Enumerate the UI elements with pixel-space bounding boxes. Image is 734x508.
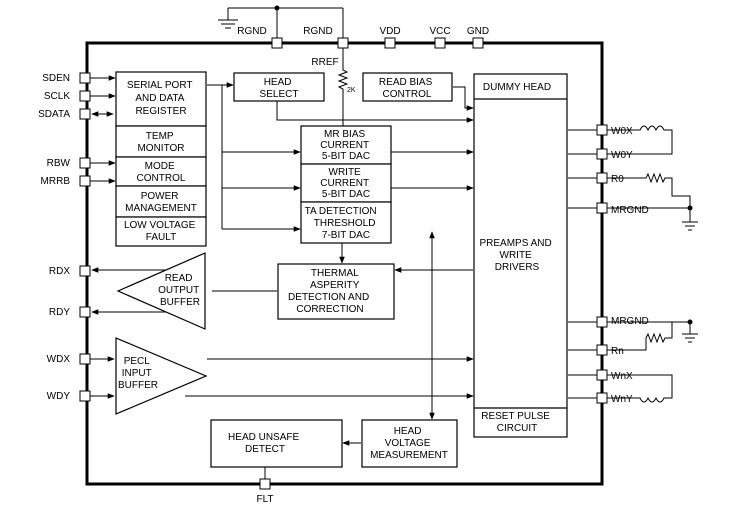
pin-pad-mrrb bbox=[79, 175, 91, 187]
low-voltage-fault-label: LOW VOLTAGE FAULT bbox=[124, 220, 198, 243]
pin-pad-r0 bbox=[596, 172, 608, 184]
serial-port-block bbox=[115, 71, 207, 127]
external-head-0 bbox=[568, 125, 698, 231]
pin-label-wnx: WnX bbox=[611, 371, 633, 382]
pin-label-rn: Rn bbox=[611, 346, 624, 357]
pin-label-flt: FLT bbox=[256, 494, 273, 505]
thermal-asperity-block bbox=[277, 263, 395, 320]
pin-label-vdd: VDD bbox=[379, 26, 400, 37]
pin-pad-w0x bbox=[596, 124, 608, 136]
head-voltage-measurement-block bbox=[361, 419, 458, 468]
head-select-label: HEAD SELECT bbox=[260, 77, 299, 100]
read-output-buffer-label: READ OUTPUT BUFFER bbox=[158, 273, 202, 308]
pin-pad-sden bbox=[79, 72, 91, 84]
temp-monitor-label: TEMP MONITOR bbox=[137, 131, 184, 154]
mode-control-label: MODE CONTROL bbox=[137, 161, 186, 184]
pin-label-w0y: W0Y bbox=[611, 150, 633, 161]
write-current-dac-label: WRITE CURRENT 5-BIT DAC bbox=[320, 167, 372, 200]
pin-label-sden: SDEN bbox=[42, 73, 70, 84]
pin-pad-gnd bbox=[472, 37, 484, 49]
mr-bias-dac-label: MR BIAS CURRENT 5-BIT DAC bbox=[320, 129, 372, 162]
pin-pad-rgnd-2 bbox=[337, 37, 349, 49]
external-head-n bbox=[568, 319, 698, 403]
read-output-buffer bbox=[116, 252, 206, 330]
dummy-head-label: DUMMY HEAD bbox=[483, 82, 551, 93]
pin-pad-sdata bbox=[79, 108, 91, 120]
read-bias-control-label: READ BIAS CONTROL bbox=[379, 77, 435, 100]
pecl-input-buffer-label: PECL INPUT BUFFER bbox=[118, 356, 158, 391]
ta-threshold-dac-block bbox=[300, 201, 392, 244]
rref-value: 2K bbox=[347, 87, 356, 94]
head-unsafe-detect-block bbox=[210, 419, 343, 468]
preamps-label: PREAMPS AND WRITE DRIVERS bbox=[479, 238, 554, 273]
pin-pad-mrgnd-1 bbox=[596, 202, 608, 214]
pin-label-rbw: RBW bbox=[47, 158, 71, 169]
write-current-dac-block bbox=[300, 163, 392, 203]
pin-label-mrrb: MRRB bbox=[41, 176, 71, 187]
read-bias-control-block bbox=[362, 72, 453, 102]
pin-pad-w0y bbox=[596, 148, 608, 160]
pin-pad-mrgnd-2 bbox=[596, 316, 608, 328]
power-management-block bbox=[115, 185, 207, 218]
head-unsafe-detect-label: HEAD UNSAFE DETECT bbox=[228, 432, 302, 455]
pin-label-wdy: WDY bbox=[47, 391, 71, 402]
pin-pad-vdd bbox=[384, 37, 396, 49]
pin-pad-rbw bbox=[79, 157, 91, 169]
temp-monitor-block bbox=[115, 125, 207, 158]
internal-wiring bbox=[90, 75, 474, 479]
pin-pad-wny bbox=[596, 392, 608, 404]
reset-pulse-label: RESET PULSE CIRCUIT bbox=[481, 411, 553, 434]
pin-pad-rn bbox=[596, 344, 608, 356]
rgnd-wiring bbox=[218, 5, 344, 38]
pin-label-w0x: W0X bbox=[611, 126, 633, 137]
power-management-label: POWER MANAGEMENT bbox=[125, 191, 197, 214]
pin-label-vcc: VCC bbox=[429, 26, 450, 37]
pin-label-gnd: GND bbox=[467, 26, 489, 37]
pin-pad-rdy bbox=[79, 306, 91, 318]
pin-label-sclk: SCLK bbox=[44, 91, 70, 102]
ta-threshold-dac-label: TA DETECTION THRESHOLD 7-BIT DAC bbox=[305, 206, 380, 241]
pin-label-sdata: SDATA bbox=[38, 109, 70, 120]
pin-pad-rdx bbox=[79, 265, 91, 277]
pin-pad-sclk bbox=[79, 90, 91, 102]
mr-bias-dac-block bbox=[300, 125, 392, 165]
head-voltage-measurement-label: HEAD VOLTAGE MEASUREMENT bbox=[370, 426, 448, 461]
preamps-column bbox=[473, 73, 568, 438]
pin-label-wny: WnY bbox=[611, 394, 633, 405]
pecl-input-buffer bbox=[115, 337, 208, 415]
pin-label-rgnd-1: RGND bbox=[237, 26, 266, 37]
thermal-asperity-label: THERMAL ASPERITY DETECTION AND CORRECTIO… bbox=[288, 268, 372, 315]
pin-pad-vcc bbox=[434, 37, 446, 49]
pin-label-r0: R0 bbox=[611, 174, 624, 185]
pin-label-rgnd-2: RGND bbox=[303, 26, 332, 37]
rref-resistor bbox=[337, 48, 349, 126]
pin-label-rdy: RDY bbox=[49, 307, 70, 318]
rref-label: RREF bbox=[311, 57, 338, 68]
pin-pad-wnx bbox=[596, 369, 608, 381]
pin-pad-flt bbox=[259, 478, 271, 490]
pin-label-mrgnd-1: MRGND bbox=[611, 205, 649, 216]
serial-port-label: SERIAL PORT AND DATA REGISTER bbox=[127, 80, 195, 117]
pin-label-wdx: WDX bbox=[47, 354, 71, 365]
pin-pad-wdy bbox=[79, 390, 91, 402]
head-select-block bbox=[233, 72, 325, 102]
mode-control-block bbox=[115, 156, 207, 187]
pin-label-rdx: RDX bbox=[49, 266, 70, 277]
low-voltage-fault-block bbox=[115, 216, 207, 247]
pin-pad-wdx bbox=[79, 353, 91, 365]
pin-pad-rgnd-1 bbox=[271, 37, 283, 49]
